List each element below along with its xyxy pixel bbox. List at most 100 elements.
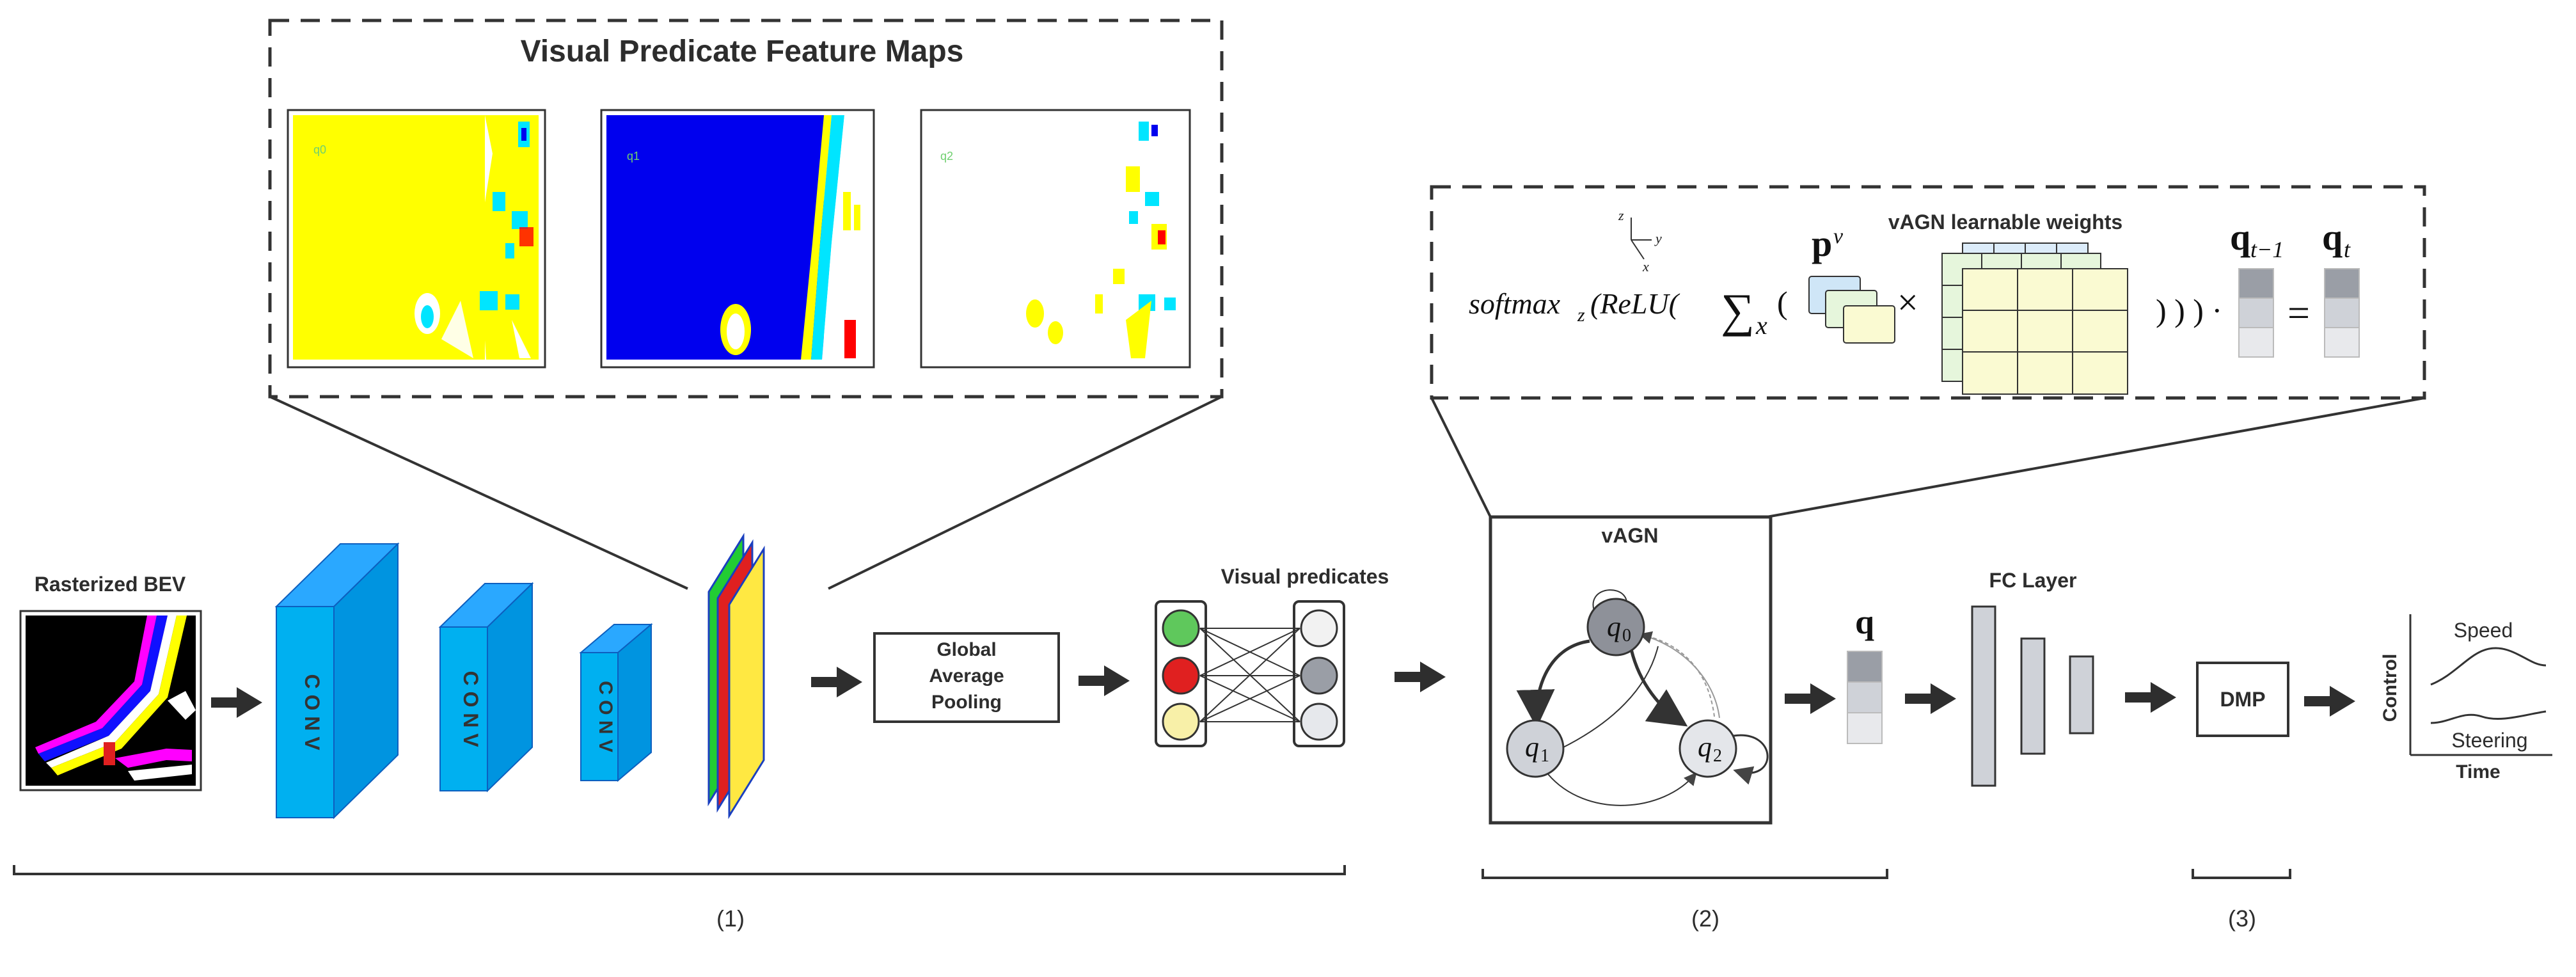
- svg-text:0: 0: [1622, 626, 1631, 646]
- stage-3: FC Layer DMP Control Time Speed Steering…: [1905, 569, 2552, 932]
- q-next-vector: [2324, 268, 2360, 358]
- flow-arrow: [811, 667, 862, 697]
- control-plot: Control Time Speed Steering: [2380, 614, 2552, 782]
- vagn-node-q2: q 2: [1679, 719, 1737, 778]
- open-paren: (: [1777, 285, 1788, 321]
- axis-y: y: [1654, 230, 1662, 246]
- conv-block-2: C O N V: [438, 582, 534, 793]
- dmp-box: DMP: [2196, 662, 2289, 737]
- conv-block-3: C O N V: [579, 623, 653, 782]
- predicate-node-red: [1162, 656, 1200, 695]
- svg-text:q: q: [1607, 611, 1621, 642]
- q-prev-vector: [2238, 268, 2274, 358]
- formula-dashed-box: [1430, 185, 2426, 400]
- q-label: q: [1855, 603, 1874, 641]
- equals-symbol: =: [2288, 292, 2310, 335]
- q-next-subscript: t: [2344, 237, 2351, 262]
- stacked-feature-maps: [707, 532, 765, 820]
- close-parens: ) ) ) ·: [2156, 292, 2222, 328]
- bracket-2: [1482, 869, 1888, 879]
- bev-image: [19, 610, 202, 791]
- predicate-node-green: [1162, 609, 1200, 647]
- axis-x: x: [1642, 258, 1649, 274]
- fc-layers: [1971, 605, 2094, 787]
- stage-2: vAGN q 0 q 1 q 2 q: [1482, 515, 1888, 932]
- zoom-line-left: [269, 395, 688, 590]
- visual-predicates-network: [1155, 600, 1345, 747]
- feature-map-q0: q0: [287, 109, 546, 369]
- q-next-symbol: q: [2322, 216, 2343, 258]
- bracket-2-label: (2): [1691, 905, 1719, 932]
- zoom-line-formula-right: [1766, 397, 2425, 518]
- flow-arrow: [2125, 682, 2176, 713]
- vagn-label: vAGN: [1602, 524, 1659, 547]
- flow-arrow: [211, 687, 262, 718]
- flow-arrow: [1905, 683, 1956, 714]
- vagn-graph-edges: [1516, 589, 1769, 806]
- feature-map-q0-label: q0: [313, 143, 326, 156]
- dmp-label: DMP: [2220, 688, 2265, 711]
- output-node-1: [1300, 609, 1338, 647]
- svg-text:q: q: [1698, 731, 1712, 763]
- conv-label-2: C O N V: [459, 671, 482, 747]
- gap-label-line3: Pooling: [931, 692, 1002, 713]
- feature-map-q1-label: q1: [627, 150, 640, 163]
- softmax-subscript: z: [1577, 305, 1585, 326]
- feature-map-q2: q2: [920, 109, 1191, 369]
- gap-label-line1: Global: [936, 639, 996, 660]
- axis-z: z: [1618, 207, 1624, 223]
- bev-label: Rasterized BEV: [35, 573, 186, 596]
- svg-text:1: 1: [1540, 746, 1549, 766]
- formula-callout: z y x softmax z (ReLU( ∑ x ( p v × vAGN …: [1430, 185, 2426, 518]
- vagn-node-q1: q 1: [1506, 719, 1565, 778]
- feature-maps-callout: Visual Predicate Feature Maps q0: [268, 19, 1224, 590]
- feature-maps-title: Visual Predicate Feature Maps: [521, 35, 964, 68]
- p-superscript: v: [1833, 225, 1844, 248]
- global-average-pooling-box: Global Average Pooling: [873, 632, 1060, 723]
- output-node-3: [1300, 703, 1338, 741]
- fc-layer-label: FC Layer: [1989, 569, 2077, 592]
- time-axis-label: Time: [2456, 761, 2500, 782]
- predicate-node-yellow: [1162, 703, 1200, 741]
- weights-grid-front: [1962, 268, 2128, 395]
- sum-subscript: x: [1755, 311, 1767, 340]
- bracket-1: [13, 865, 1346, 875]
- vagn-node-q0: q 0: [1586, 598, 1645, 656]
- sum-symbol: ∑: [1721, 285, 1755, 337]
- flow-arrow: [2304, 686, 2355, 717]
- feature-map-q2-label: q2: [940, 150, 953, 163]
- zoom-line-right: [828, 395, 1222, 590]
- speed-label: Speed: [2454, 619, 2513, 642]
- zoom-line-formula-left: [1430, 397, 1492, 518]
- svg-text:2: 2: [1713, 746, 1722, 766]
- speed-curve: [2430, 647, 2547, 686]
- flow-arrow: [1395, 662, 1446, 692]
- flow-arrow: [1785, 683, 1836, 714]
- svg-text:q: q: [1525, 731, 1539, 763]
- stage-1: Rasterized BEV C O N V C O N: [13, 532, 1446, 932]
- q-vector: [1847, 651, 1883, 744]
- axes-icon: [1631, 218, 1652, 260]
- bracket-3: [2192, 869, 2291, 879]
- times-symbol: ×: [1897, 282, 1918, 323]
- feature-map-q1: q1: [600, 109, 875, 369]
- conv-block-1: C O N V: [274, 542, 400, 820]
- q-prev-symbol: q: [2230, 216, 2250, 258]
- steering-curve: [2430, 710, 2547, 724]
- bracket-3-label: (3): [2228, 905, 2256, 932]
- control-axis-label: Control: [2380, 654, 2401, 722]
- gap-label-line2: Average: [929, 665, 1004, 687]
- feature-maps-dashed-box: [268, 19, 1224, 399]
- weights-label: vAGN learnable weights: [1888, 210, 2122, 234]
- conv-label-1: C O N V: [301, 674, 324, 751]
- flow-arrow: [1079, 665, 1130, 696]
- steering-label: Steering: [2451, 729, 2527, 752]
- relu-text: (ReLU(: [1590, 287, 1680, 320]
- softmax-text: softmax: [1469, 287, 1561, 320]
- q-prev-subscript: t−1: [2250, 237, 2284, 262]
- bracket-1-label: (1): [716, 905, 745, 932]
- visual-predicates-label: Visual predicates: [1221, 565, 1389, 588]
- p-symbol: p: [1812, 223, 1832, 264]
- p-feature-stack: [1808, 276, 1895, 344]
